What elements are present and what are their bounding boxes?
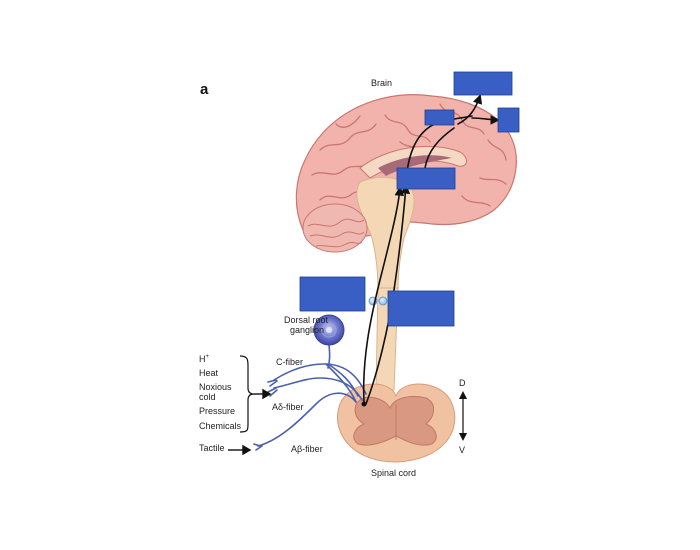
answer-boxes xyxy=(299,71,520,327)
ventral-label: V xyxy=(459,445,465,455)
panel-letter: a xyxy=(200,81,209,98)
brain-label: Brain xyxy=(371,78,392,88)
label-box-right-mid[interactable] xyxy=(387,290,455,327)
brain xyxy=(295,94,517,391)
stimulus-h-plus: H+ xyxy=(199,354,210,364)
label-box-left-mid[interactable] xyxy=(299,276,366,312)
stimulus-tactile: Tactile xyxy=(199,443,225,453)
tract-loop xyxy=(424,127,455,169)
orientation-indicator: D V xyxy=(459,378,467,455)
label-box-top[interactable] xyxy=(453,71,513,96)
tract-to-upper-box xyxy=(457,94,483,125)
label-box-right[interactable] xyxy=(497,107,520,133)
stimulus-pressure: Pressure xyxy=(199,406,235,416)
label-box-cortex[interactable] xyxy=(424,109,455,126)
a-beta-fiber-path xyxy=(257,392,357,447)
a-beta-fiber-label: Aβ-fiber xyxy=(291,444,323,454)
stimuli-list: H+ Heat Noxious cold Pressure Chemicals … xyxy=(199,354,242,453)
lateral-ventricle xyxy=(378,155,452,176)
drg-label-line2: ganglion xyxy=(290,325,324,335)
dorsal-label: D xyxy=(459,378,466,388)
stimulus-heat: Heat xyxy=(199,368,219,378)
stimulus-chemicals: Chemicals xyxy=(199,421,242,431)
tract-right xyxy=(365,184,411,405)
spinal-cord-label: Spinal cord xyxy=(371,468,416,478)
stimulus-noxious: Noxious xyxy=(199,382,232,392)
stimulus-cold: cold xyxy=(199,392,216,402)
a-delta-fiber-label: Aδ-fiber xyxy=(272,402,304,412)
stimuli-arrows xyxy=(228,388,272,456)
label-box-thalamus[interactable] xyxy=(396,167,456,190)
stimuli-bracket xyxy=(239,355,255,433)
tract-to-right-box xyxy=(471,115,500,125)
c-fiber-label: C-fiber xyxy=(276,357,303,367)
c-fiber-path xyxy=(273,363,367,395)
cerebellum xyxy=(302,203,368,253)
spinal-cord xyxy=(336,383,456,463)
synapse-point xyxy=(361,401,367,407)
spinal-cord-gray-matter xyxy=(353,395,437,446)
tract-left xyxy=(362,186,405,403)
drg-label-line1: Dorsal root xyxy=(284,315,329,325)
dorsal-root-ganglion xyxy=(313,314,345,346)
peripheral-fibers xyxy=(253,344,367,451)
